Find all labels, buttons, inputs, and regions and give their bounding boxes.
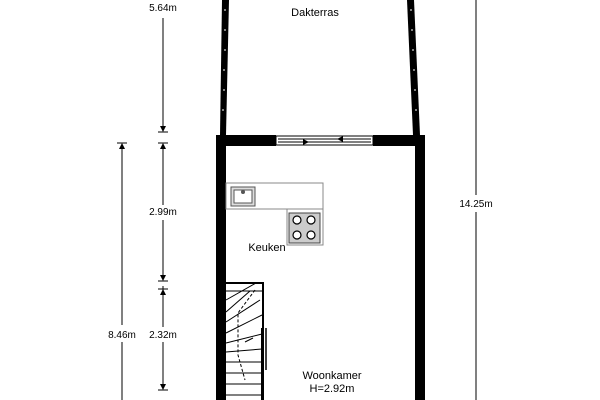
- room-height-living: H=2.92m: [310, 383, 355, 395]
- terrace-outline: [220, 0, 420, 135]
- room-label-terrace: Dakterras: [291, 7, 339, 19]
- room-label-kitchen: Keuken: [248, 242, 285, 254]
- dimension-stair-depth: 2.32m: [149, 330, 177, 341]
- dimension-terrace-depth: 5.64m: [149, 3, 177, 14]
- walls: [216, 135, 425, 400]
- room-label-living: Woonkamer: [302, 370, 361, 382]
- sliding-door: [275, 135, 374, 146]
- stove-icon: [288, 212, 321, 244]
- dimension-arrows: [119, 126, 166, 390]
- dimension-lines: [117, 0, 477, 400]
- dimension-kitchen-depth: 2.99m: [149, 207, 177, 218]
- sink-icon: [230, 186, 256, 207]
- staircase: [225, 282, 267, 400]
- dimension-left-total: 8.46m: [108, 330, 136, 341]
- dimension-right-total: 14.25m: [459, 199, 492, 210]
